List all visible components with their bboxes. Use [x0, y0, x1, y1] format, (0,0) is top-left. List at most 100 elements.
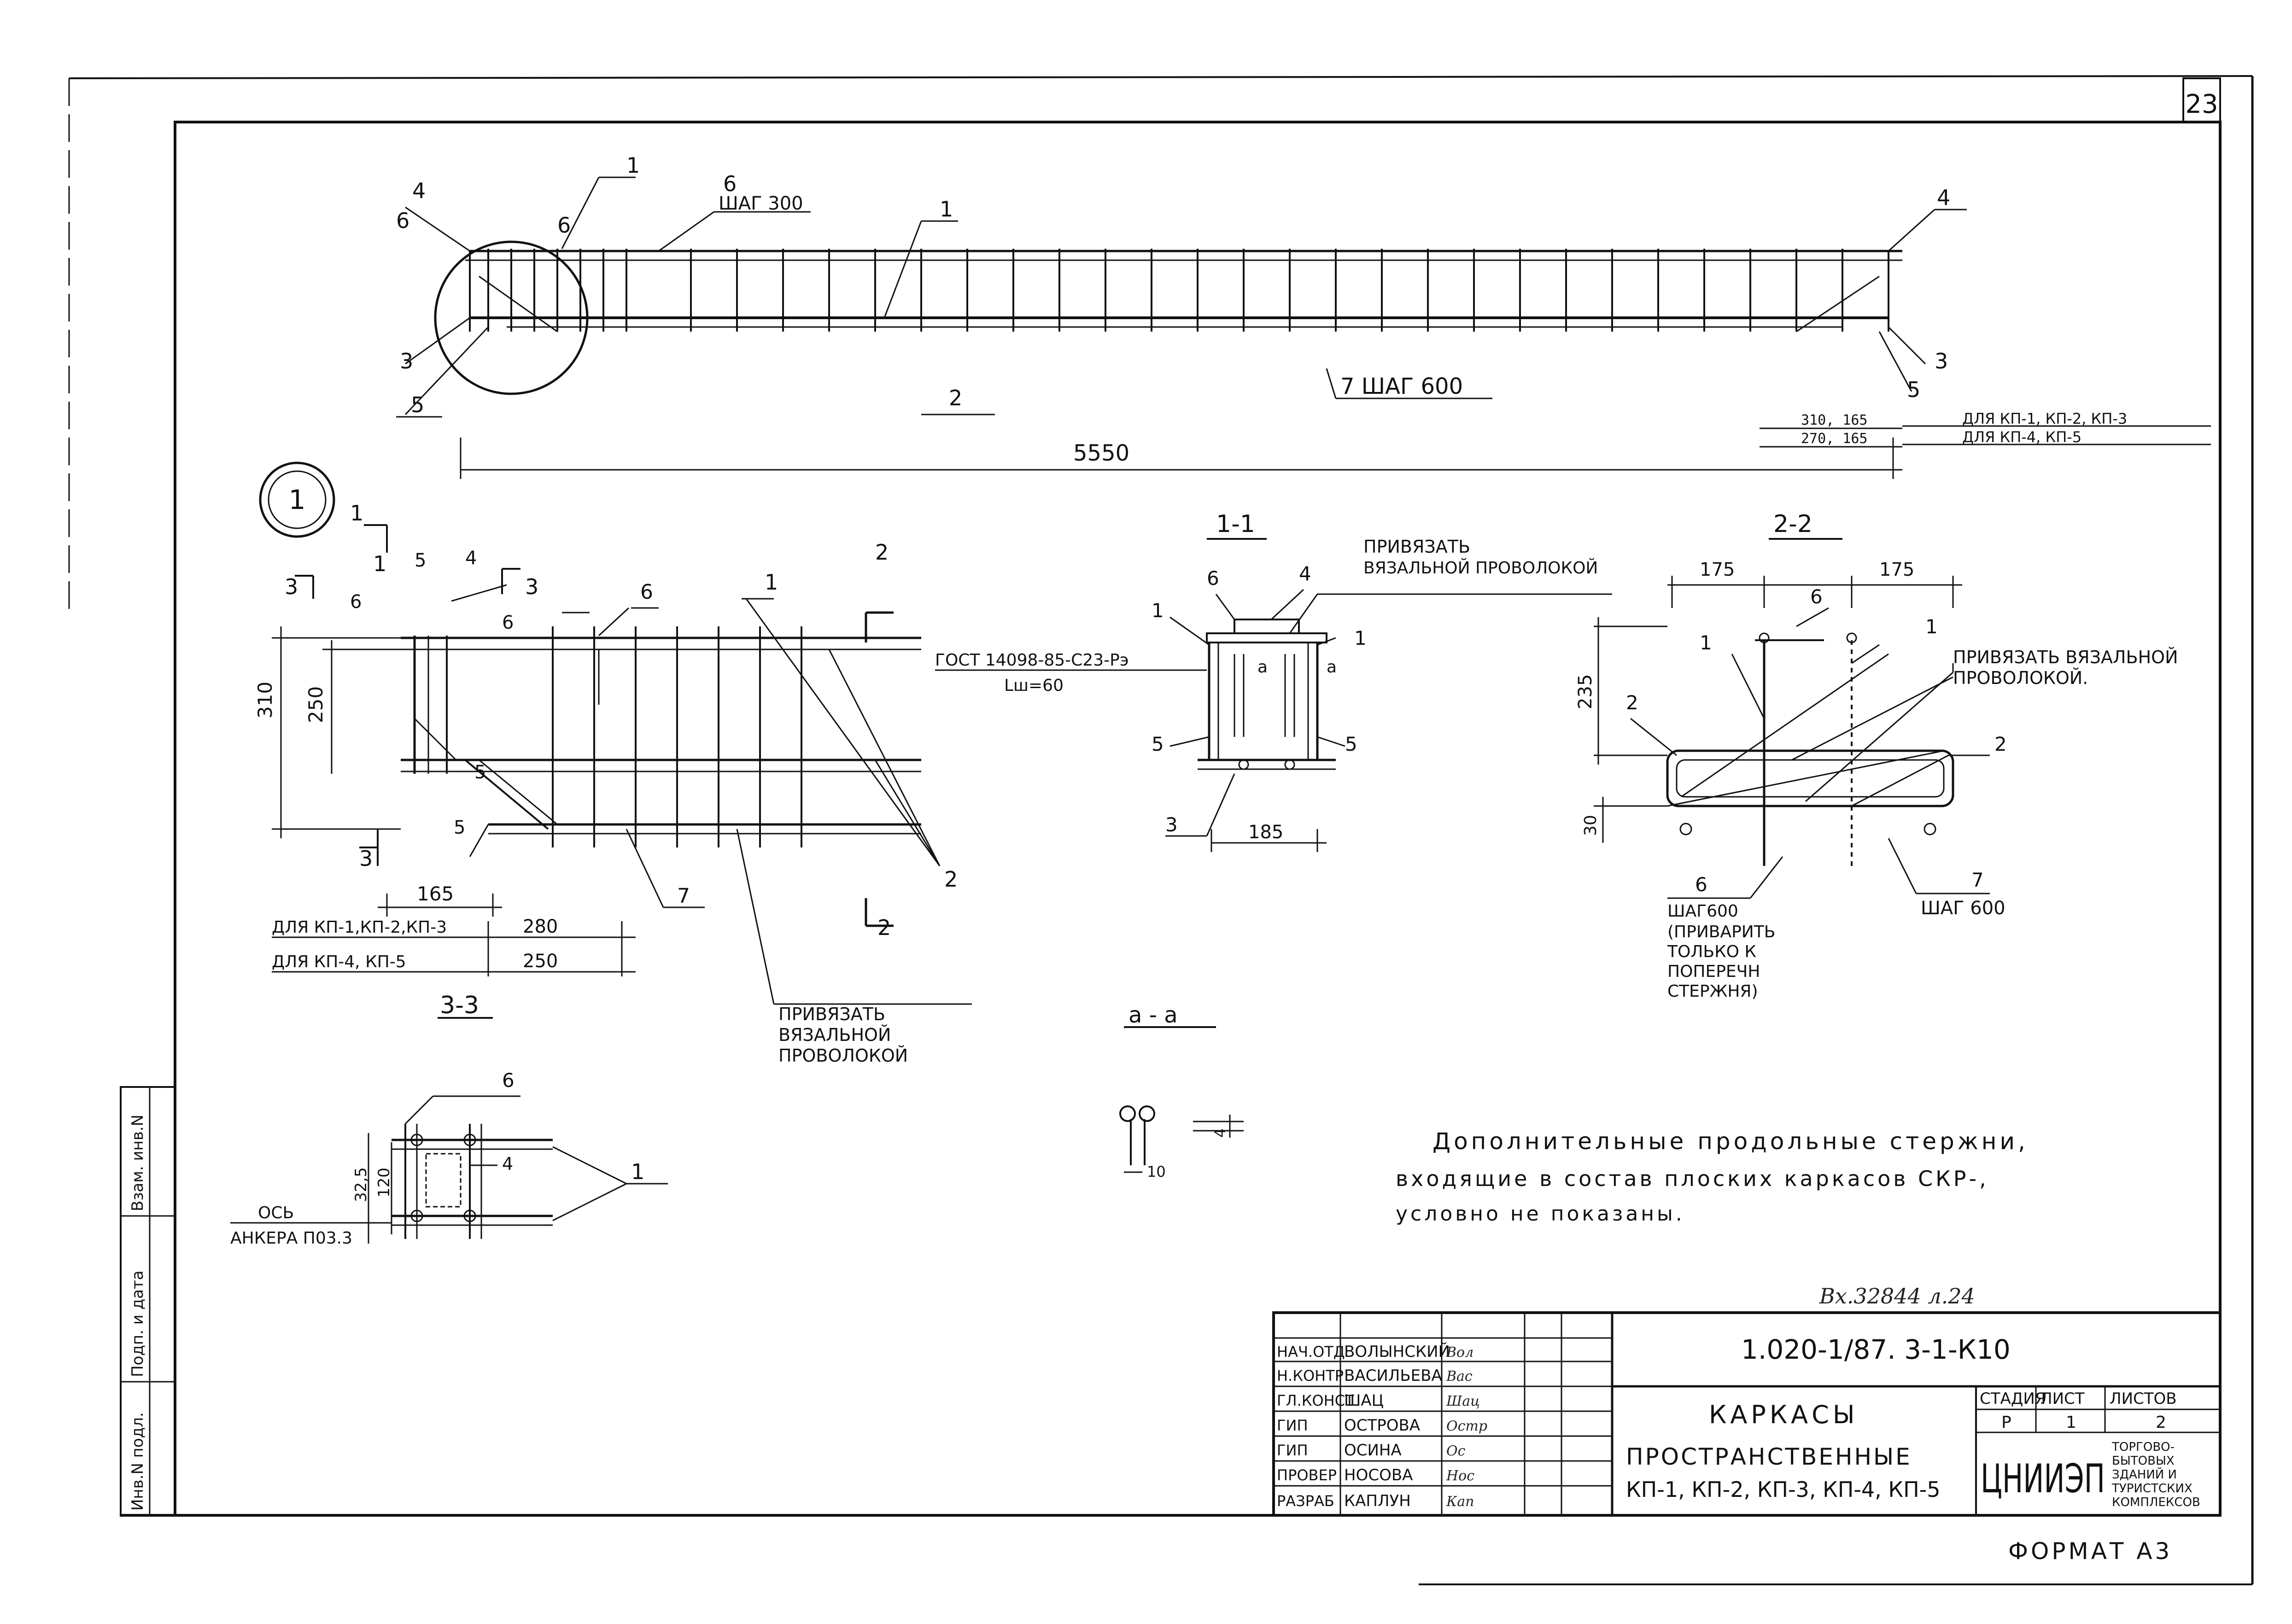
elev-length-dim: 5550 — [1073, 440, 1129, 466]
plan-tie-note-3: ПРОВОЛОКОЙ — [778, 1046, 908, 1066]
tb-role-1: НАЧ.ОТД — [1277, 1343, 1345, 1361]
sec22-dim-235: 235 — [1575, 674, 1596, 709]
tb-sign-5: Ос — [1446, 1443, 1466, 1459]
title-block — [1272, 1311, 2222, 1517]
plan-tie-note-2: ВЯЗАЛЬНОЙ — [778, 1025, 891, 1045]
tb-name-2: ВАСИЛЬЕВА — [1344, 1367, 1442, 1385]
plan-callout-4: 4 — [465, 548, 477, 569]
elev-callout-5r: 5 — [1907, 377, 1920, 402]
tb-name-1: ВОЛЫНСКИЙ — [1344, 1342, 1450, 1361]
plan-weld-note-2: Lш=60 — [1004, 676, 1064, 695]
plan-table-row1-value: 280 — [523, 916, 558, 937]
sec11-title: 1-1 — [1216, 510, 1255, 538]
sheet-frame — [68, 75, 2254, 1585]
elev-callout-6c: 6 — [557, 213, 571, 238]
plan-cut-1b: 1 — [373, 551, 386, 576]
secaa-title: а - а — [1128, 1002, 1178, 1028]
plan-dim-250: 250 — [304, 686, 327, 723]
tb-org-logo: ЦНИИЭП — [1981, 1456, 2105, 1502]
side-stamp-3: Взам. инв.N — [129, 1115, 147, 1211]
sec22-callout-2a: 2 — [1626, 691, 1638, 714]
plan-callout-2: 2 — [944, 867, 958, 892]
plan-table-row1-label: ДЛЯ КП-1,КП-2,КП-3 — [272, 918, 447, 937]
elev-end-note-2: ДЛЯ КП-4, КП-5 — [1962, 428, 2082, 446]
tb-name-5: ОСИНА — [1344, 1441, 1402, 1460]
tb-designation: 1.020-1/87. 3-1-К10 — [1741, 1334, 2011, 1365]
tb-sign-3: Шац — [1446, 1393, 1480, 1409]
sec22-step6-5: СТЕРЖНЯ) — [1667, 982, 1758, 1001]
elev-end-note-1: ДЛЯ КП-1, КП-2, КП-3 — [1962, 410, 2127, 427]
tb-sign-7: Кап — [1446, 1494, 1474, 1510]
sec33-dim-325: 32,5 — [352, 1167, 370, 1202]
sec11-callout-6: 6 — [1207, 567, 1219, 590]
tb-name-3: ШАЦ — [1344, 1391, 1384, 1410]
elevation-view — [396, 176, 2211, 479]
sec11-callout-1b: 1 — [1354, 627, 1367, 649]
side-stamp-2: Подп. и дата — [129, 1270, 147, 1377]
sec22-callout-7: 7 — [1971, 869, 1984, 891]
tb-org-text-4: ТУРИСТСКИХ — [2111, 1482, 2193, 1495]
sec33-callout-6: 6 — [502, 1069, 515, 1092]
sec22-step7: ШАГ 600 — [1921, 898, 2006, 919]
sec22-callout-6b: 6 — [1695, 873, 1707, 896]
tb-title-3: КП-1, КП-2, КП-3, КП-4, КП-5 — [1626, 1477, 1941, 1502]
tb-role-3: ГЛ.КОНСТ — [1277, 1392, 1354, 1409]
detail-marker-number: 1 — [289, 484, 306, 515]
section-2-2-labels: 2-2 175 175 235 30 6 1 1 2 2 6 7 ПРИВЯЗА… — [1575, 510, 2178, 1001]
elev-callout-1b: 1 — [940, 197, 953, 222]
elev-end-dim-1: 310, 165 — [1801, 412, 1868, 428]
page-number: 23 — [2185, 89, 2218, 119]
tb-stage-value: Р — [2001, 1413, 2011, 1432]
tb-title-2: ПРОСТРАНСТВЕННЫЕ — [1626, 1443, 1912, 1470]
plan-table-row2-label: ДЛЯ КП-4, КП-5 — [272, 952, 406, 971]
plan-cut-2a: 2 — [875, 540, 889, 565]
section-1-1-labels: 1-1 ПРИВЯЗАТЬ ВЯЗАЛЬНОЙ ПРОВОЛОКОЙ 6 4 1… — [1152, 510, 1598, 843]
sec11-callout-1a: 1 — [1152, 599, 1164, 622]
tb-name-4: ОСТРОВА — [1344, 1416, 1420, 1435]
plan-dim-165: 165 — [417, 882, 454, 905]
elev-callout-2: 2 — [949, 386, 962, 410]
tb-sheet-value: 1 — [2066, 1413, 2076, 1432]
note-line-2: входящие в состав плоских каркасов СКР-, — [1396, 1166, 1989, 1191]
note-line-3: условно не показаны. — [1396, 1202, 1685, 1226]
tb-sign-1: Вол — [1446, 1344, 1473, 1361]
elev-callout-1: 1 — [626, 153, 640, 178]
plan-callout-1: 1 — [765, 570, 778, 595]
sec11-cut-a2: а — [1327, 658, 1337, 677]
sec11-dim-185: 185 — [1248, 822, 1283, 843]
plan-callout-5: 5 — [415, 550, 426, 571]
elev-callout-6b: 6 — [396, 208, 409, 233]
sec22-step6-4: ПОПЕРЕЧН — [1667, 962, 1760, 981]
plan-tie-note-1: ПРИВЯЗАТЬ — [778, 1004, 885, 1024]
sec22-step6-2: (ПРИВАРИТЬ — [1667, 923, 1775, 941]
tb-title-1: КАРКАСЫ — [1709, 1400, 1858, 1429]
sec11-callout-5a: 5 — [1152, 733, 1164, 755]
sec11-callout-4: 4 — [1299, 562, 1311, 585]
tb-org-text-5: КОМПЛЕКСОВ — [2112, 1495, 2200, 1509]
tb-sign-2: Вас — [1446, 1368, 1473, 1384]
sec22-callout-1b: 1 — [1925, 615, 1938, 638]
plan-callout-5b: 5 — [474, 762, 486, 783]
sec22-callout-1a: 1 — [1700, 631, 1712, 654]
tb-name-6: НОСОВА — [1344, 1466, 1413, 1484]
registration-number: Вх.32844 л.24 — [1819, 1284, 1975, 1309]
tb-org-text-2: БЫТОВЫХ — [2112, 1454, 2175, 1468]
tb-role-6: ПРОВЕР — [1277, 1466, 1337, 1484]
sec22-step6-1: ШАГ600 — [1667, 902, 1738, 921]
elev-callout-7: 7 ШАГ 600 — [1340, 374, 1463, 399]
sec22-tie-note-1: ПРИВЯЗАТЬ ВЯЗАЛЬНОЙ — [1953, 647, 2178, 667]
side-stamp-1: Инв.N подл. — [129, 1412, 147, 1511]
note-line-1: Дополнительные продольные стержни, — [1432, 1128, 2029, 1155]
tb-sheets-header: ЛИСТОВ — [2110, 1390, 2177, 1408]
sec22-callout-6: 6 — [1810, 585, 1823, 608]
section-a-a-labels: а - а 10 4 — [1128, 1002, 1229, 1180]
sec22-tie-note-2: ПРОВОЛОКОЙ. — [1953, 668, 2088, 688]
sec33-callout-1: 1 — [631, 1159, 644, 1184]
tb-role-7: РАЗРАБ — [1277, 1492, 1334, 1510]
elev-callout-6: 6 — [723, 171, 737, 196]
sec33-axis-2: АНКЕРА П03.3 — [230, 1229, 352, 1248]
sec22-callout-2b: 2 — [1994, 733, 2007, 755]
detail-marker-1 — [259, 461, 335, 538]
plan-cut-3c: 3 — [359, 846, 373, 871]
